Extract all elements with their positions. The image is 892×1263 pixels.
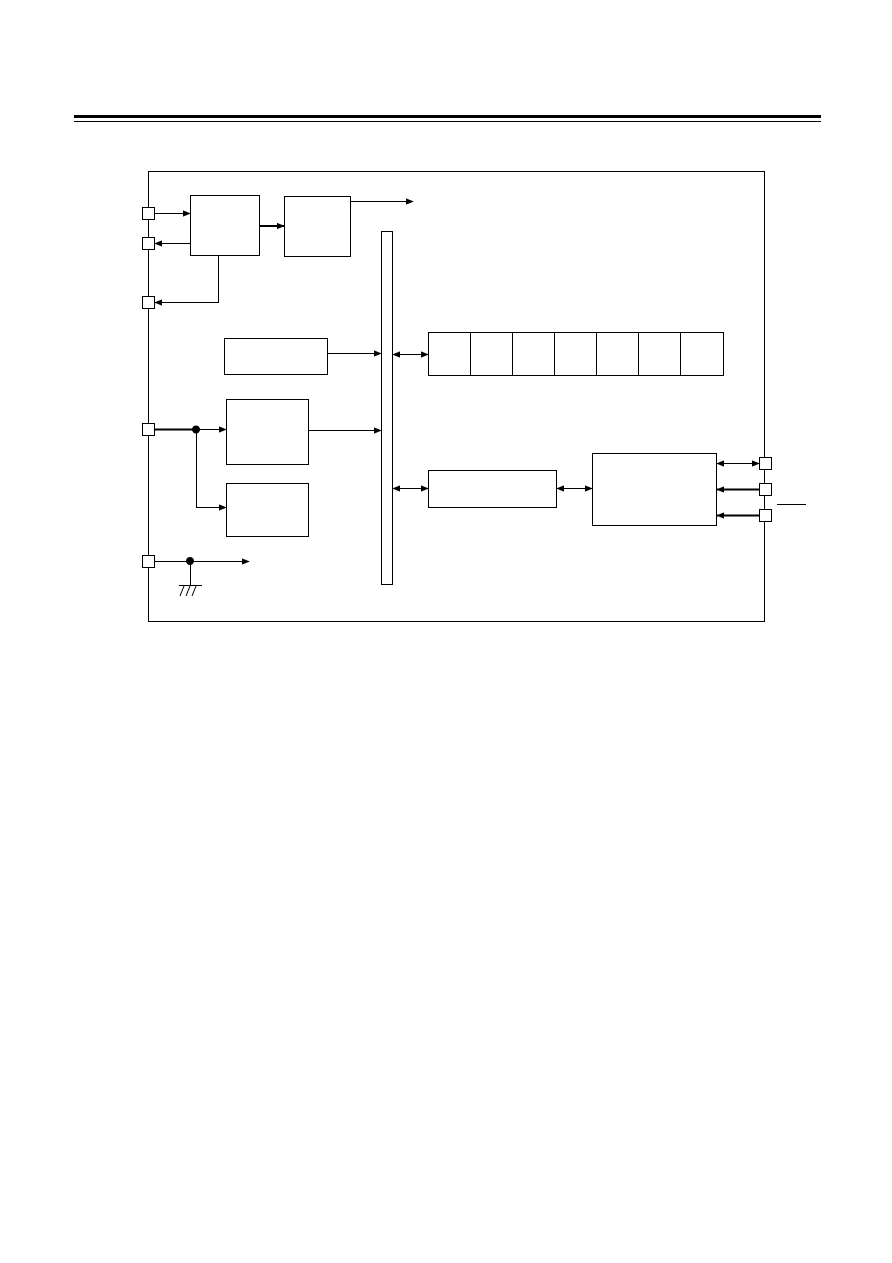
interface-block (428, 470, 557, 508)
status-block (224, 338, 328, 375)
pin-left-1 (142, 207, 155, 220)
pin-left-2 (142, 237, 155, 250)
chip-outline (148, 171, 765, 622)
oscillator-block (190, 195, 260, 256)
pin-left-4 (142, 423, 155, 436)
internal-bus (381, 231, 393, 585)
pin-right-3 (759, 509, 772, 522)
ground-symbol (179, 561, 202, 597)
controller-block (592, 453, 717, 526)
divider-block (284, 196, 351, 257)
header-rule-thick (74, 115, 821, 118)
register-array (428, 332, 724, 376)
osc-feedback-line (154, 256, 219, 306)
register-cell-dividers (470, 333, 681, 375)
power-block-lower (226, 483, 309, 537)
vdd-to-lower-arrow (196, 429, 227, 511)
header-rule-thin (74, 121, 821, 122)
pin-right-2 (759, 483, 772, 496)
pin-left-3 (142, 296, 155, 309)
pin-right-1 (759, 457, 772, 470)
power-block-upper (226, 399, 309, 465)
pin-left-5 (142, 555, 155, 568)
